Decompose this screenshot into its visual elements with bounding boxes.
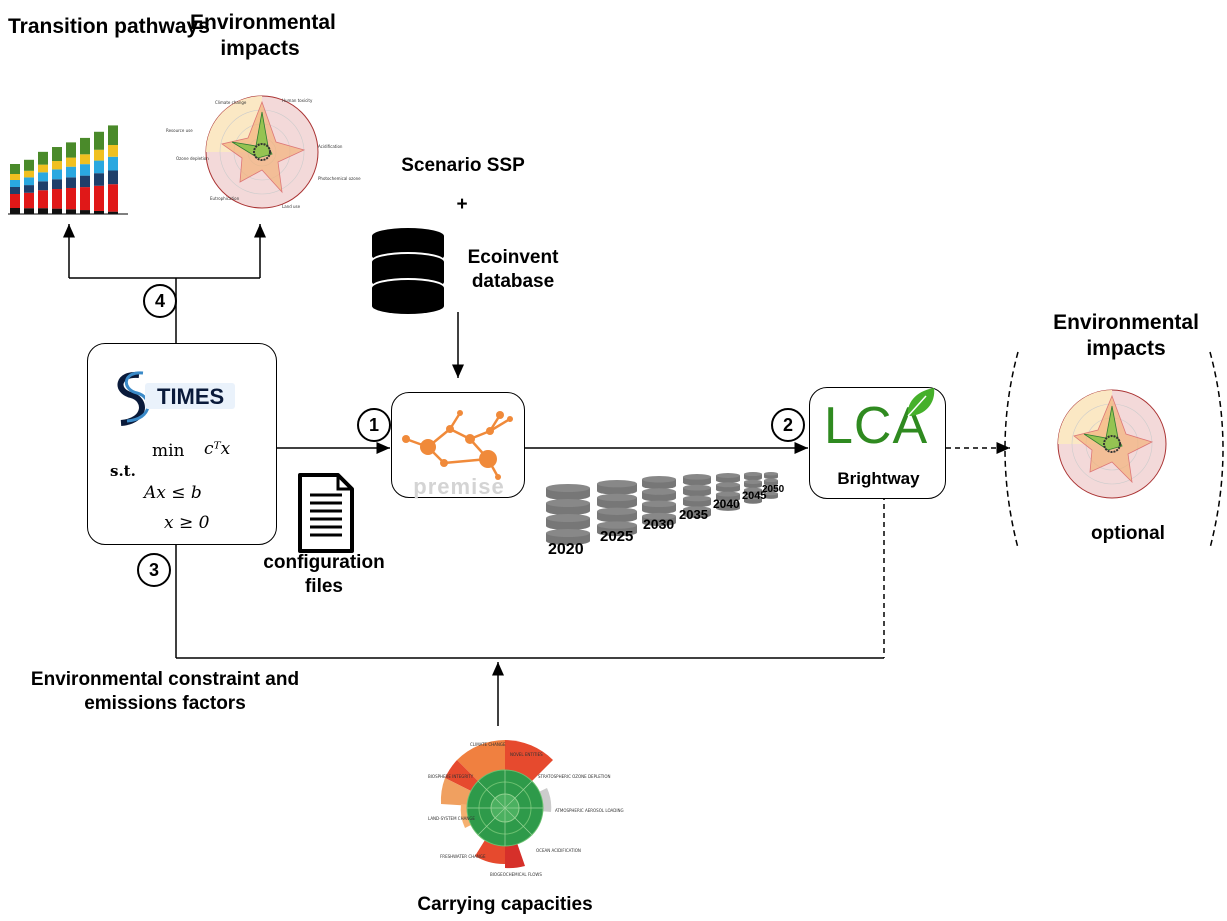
network-icon [402,410,513,480]
carrying-capacities-label: Carrying capacities [417,894,593,915]
optional-label: optional [1091,523,1165,544]
times-box [87,343,277,545]
year-label: 2020 [548,541,584,558]
times-logo-text: TIMES [157,384,225,409]
times-content: TIMES [87,343,277,465]
year-label: 2030 [643,516,675,532]
configuration-files-label: configuration files [263,552,385,597]
year-label: 2045 [742,490,767,502]
lca-box: LCA Brightway [809,387,946,499]
bracket-left [1004,351,1019,549]
leaf-icon [907,388,935,417]
scenario-ssp-label: Scenario SSP [401,155,525,176]
constraint-1: Ax ≤ b [144,483,202,503]
brightway-label: Brightway [837,469,920,488]
times-logo-icon [117,371,235,426]
step-4-badge: 4 [143,284,177,318]
premise-logo-text: premise [413,474,505,499]
subject-to: s.t. [110,462,136,480]
year-label: 2025 [600,528,634,545]
environmental-impacts-top-label: Environmental impacts [190,11,336,61]
year-label: 2035 [679,507,708,522]
bracket-right [1209,351,1224,549]
step-2-badge: 2 [771,408,805,442]
plus-label: + [456,194,468,215]
premise-box: premise [391,392,525,499]
environmental-constraint-label: Environmental constraint and emissions f… [30,669,300,714]
environmental-impacts-right-label: Environmental impacts [1053,311,1199,361]
objective-op: min [152,441,185,461]
constraint-2: x ≥ 0 [164,513,210,533]
year-label: 2040 [713,497,740,511]
step-1-badge: 1 [357,408,391,442]
objective-expr: cᵀx [204,439,231,459]
step-3-badge: 3 [137,553,171,587]
transition-pathways-label: Transition pathways [8,15,210,38]
year-label: 2050 [762,484,785,495]
ecoinvent-database-label: Ecoinvent database [467,247,559,292]
